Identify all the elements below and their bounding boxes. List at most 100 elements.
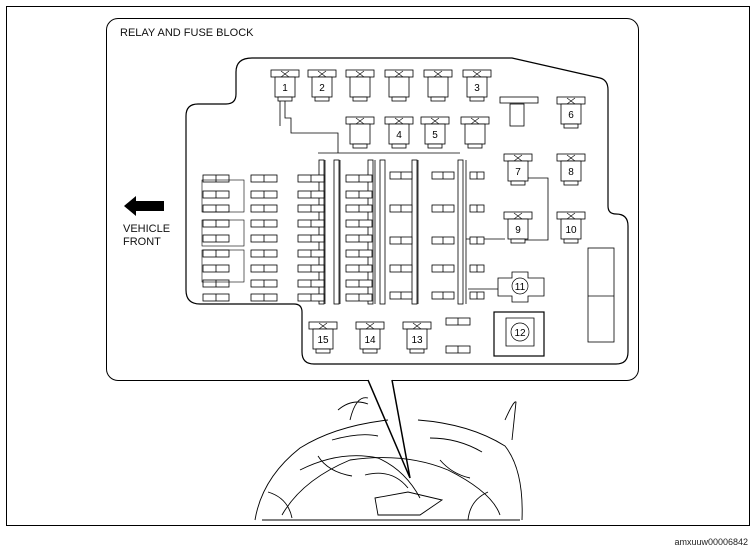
fuse [499, 96, 539, 104]
fuse [202, 234, 230, 243]
relay: 10 [556, 211, 586, 244]
relay: 6 [556, 96, 586, 129]
fuse [431, 236, 455, 245]
fuse [469, 236, 485, 245]
car-sketch [254, 397, 523, 521]
fuse-bracket [201, 249, 245, 283]
fuse [389, 171, 413, 180]
relay: 9 [503, 211, 533, 244]
fuse [202, 190, 230, 199]
fuse [345, 293, 373, 302]
relay-number-label: 3 [474, 83, 480, 94]
fuse [250, 174, 278, 183]
fuse [345, 279, 373, 288]
fuse [202, 249, 230, 258]
fuse [250, 204, 278, 213]
relay-number-label: 2 [319, 83, 325, 94]
fuse [202, 204, 230, 213]
figure-id: amxuuw00006842 [674, 537, 748, 547]
relay-number-label: 7 [515, 167, 521, 178]
relay: 13 [402, 321, 432, 354]
relay-number-label: 4 [396, 130, 402, 141]
fuse [297, 279, 325, 288]
relay-number-label: 6 [568, 110, 574, 121]
fuse [469, 204, 485, 213]
relay-number-label: 13 [411, 335, 423, 346]
fuse [345, 190, 373, 199]
fuse [297, 190, 325, 199]
relay-number-label: 10 [565, 225, 577, 236]
fuse [389, 204, 413, 213]
fuse-bracket [201, 179, 245, 213]
fuse [202, 293, 230, 302]
fuse [250, 219, 278, 228]
relay-number-label: 5 [432, 130, 438, 141]
fuse [250, 249, 278, 258]
fuse [469, 171, 485, 180]
relay-number-label: 14 [364, 335, 376, 346]
fuse [202, 219, 230, 228]
fuse [297, 234, 325, 243]
relay [345, 69, 375, 102]
relay: 3 [462, 69, 492, 102]
fuse [345, 234, 373, 243]
relay-number-label: 12 [514, 328, 526, 339]
relay [423, 69, 453, 102]
vehicle-front-line1: VEHICLE [123, 223, 171, 235]
fuse [431, 204, 455, 213]
fuse [250, 190, 278, 199]
relay: 1 [270, 69, 300, 102]
fuse [445, 317, 471, 326]
fuse [389, 291, 413, 300]
fuse [469, 291, 485, 300]
relay: 7 [503, 153, 533, 186]
fuse-bracket [201, 219, 245, 247]
diagram-title: RELAY AND FUSE BLOCK [120, 27, 254, 39]
figure-frame [6, 6, 750, 526]
fuse [431, 291, 455, 300]
fuse [445, 345, 471, 354]
relay-number-label: 8 [568, 167, 574, 178]
relay-number-label: 1 [282, 83, 288, 94]
fuse [202, 279, 230, 288]
fuse [250, 234, 278, 243]
relay [345, 116, 375, 149]
fuse [469, 264, 485, 273]
callout-pointer [367, 379, 411, 479]
relay-11: 11 [497, 271, 545, 303]
fuse [202, 174, 230, 183]
fuse [509, 103, 525, 127]
fuse [389, 264, 413, 273]
fuse [345, 249, 373, 258]
relay [384, 69, 414, 102]
fuse [297, 174, 325, 183]
vehicle-front-label: VEHICLE FRONT [123, 223, 170, 249]
fuse [297, 219, 325, 228]
fuse-layer [201, 96, 539, 354]
fuse [250, 279, 278, 288]
vehicle-front-line2: FRONT [123, 236, 161, 248]
fuse [345, 174, 373, 183]
arrow-left-icon [124, 196, 164, 216]
relay: 2 [307, 69, 337, 102]
relay [460, 116, 490, 149]
fuse [345, 204, 373, 213]
large-fuse-block [587, 247, 615, 343]
fuse [431, 171, 455, 180]
relay-number-label: 15 [317, 335, 329, 346]
fuse-strips [318, 159, 464, 305]
fuse [389, 236, 413, 245]
fuse [297, 249, 325, 258]
fuse [297, 264, 325, 273]
relay-number-label: 9 [515, 225, 521, 236]
fuse [250, 293, 278, 302]
fuse [431, 264, 455, 273]
fuse [202, 264, 230, 273]
fuse [297, 204, 325, 213]
fuse [345, 264, 373, 273]
relay: 15 [308, 321, 338, 354]
fuse [345, 219, 373, 228]
relay: 8 [556, 153, 586, 186]
